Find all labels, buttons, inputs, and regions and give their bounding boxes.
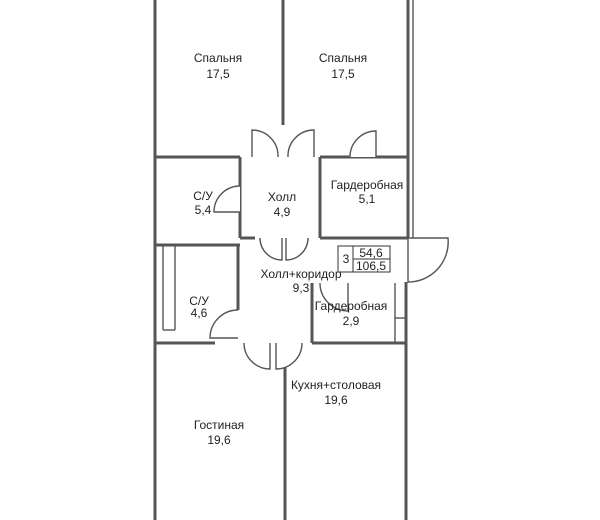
room-labels: Спальня 17,5 Спальня 17,5 С/У 5,4 Холл 4… — [189, 51, 403, 447]
room-name: Холл — [268, 190, 296, 204]
room-area: 17,5 — [206, 67, 230, 81]
total-area: 106,5 — [356, 259, 386, 273]
room-name: С/У — [189, 294, 209, 308]
living-area: 54,6 — [359, 246, 383, 260]
room-area: 2,9 — [343, 314, 360, 328]
room-area: 5,1 — [359, 192, 376, 206]
room-area: 19,6 — [324, 393, 348, 407]
room-area: 5,4 — [195, 203, 212, 217]
walls — [153, 0, 414, 520]
room-area: 17,5 — [331, 67, 355, 81]
room-name: Гостиная — [194, 418, 244, 432]
doors — [209, 129, 449, 370]
room-name: Спальня — [194, 51, 242, 65]
room-name: Холл+коридор — [260, 267, 341, 281]
apartment-info-box: 3 54,6 106,5 — [337, 245, 391, 273]
room-name: Кухня+столовая — [291, 378, 381, 392]
room-name: Спальня — [319, 51, 367, 65]
room-area: 9,3 — [293, 281, 310, 295]
rooms-count: 3 — [343, 252, 350, 266]
room-area: 4,9 — [274, 205, 291, 219]
room-name: Гардеробная — [331, 178, 404, 192]
room-name: С/У — [193, 189, 213, 203]
room-name: Гардеробная — [315, 299, 388, 313]
room-area: 19,6 — [207, 433, 231, 447]
room-area: 4,6 — [191, 306, 208, 320]
